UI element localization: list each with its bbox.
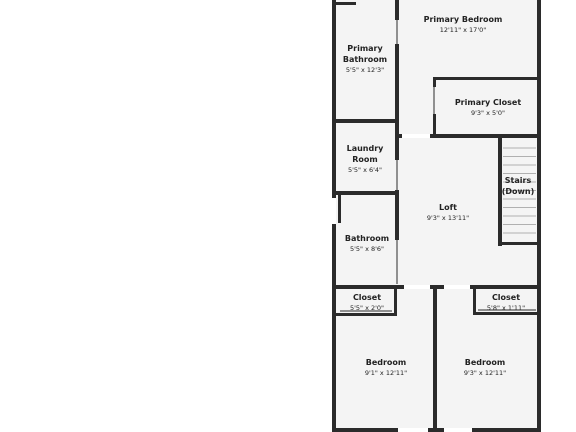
- interior-walls: [336, 0, 541, 429]
- room-closet-left: Closet 5'5" x 2'0": [350, 293, 384, 312]
- room-name: Bedroom: [366, 358, 407, 367]
- room-dimensions: 9'3" x 12'11": [464, 369, 506, 377]
- room-dimensions: 5'5" x 12'3": [346, 66, 384, 74]
- room-name: Closet: [492, 293, 520, 302]
- door-openings: [332, 20, 536, 432]
- room-name: Bedroom: [465, 358, 506, 367]
- room-name: Laundry: [347, 144, 385, 153]
- room-name: Primary: [347, 44, 383, 53]
- room-name: Stairs: [505, 176, 532, 185]
- room-name: Bathroom: [343, 55, 387, 64]
- room-dimensions: 5'8" x 1'11": [487, 304, 525, 312]
- room-dimensions: 5'5" x 6'4": [348, 166, 382, 174]
- room-name: Primary Bedroom: [424, 15, 503, 24]
- room-bathroom: Bathroom 5'5" x 8'6": [345, 234, 389, 253]
- room-name: Room: [352, 155, 378, 164]
- room-dimensions: 9'3" x 13'11": [427, 214, 469, 222]
- stair-treads: [503, 147, 536, 234]
- room-name: Closet: [353, 293, 381, 302]
- room-closet-right: Closet 5'8" x 1'11": [487, 293, 525, 312]
- room-loft: Loft 9'3" x 13'11": [427, 203, 469, 222]
- room-primary-bedroom: Primary Bedroom 12'11" x 17'0": [424, 15, 503, 34]
- room-name: Primary Closet: [455, 98, 522, 107]
- room-bedroom-left: Bedroom 9'1" x 12'11": [365, 358, 407, 377]
- room-bedroom-right: Bedroom 9'3" x 12'11": [464, 358, 506, 377]
- room-stairs: Stairs (Down): [502, 176, 535, 196]
- room-name: Loft: [439, 203, 457, 212]
- room-dimensions: 5'5" x 2'0": [350, 304, 384, 312]
- room-dimensions: 9'3" x 5'0": [471, 109, 505, 117]
- room-name: Bathroom: [345, 234, 389, 243]
- room-dimensions: 5'5" x 8'6": [350, 245, 384, 253]
- room-labels: Primary Bedroom 12'11" x 17'0" PrimaryBath…: [343, 15, 534, 377]
- room-name: (Down): [502, 187, 535, 196]
- room-primary-closet: Primary Closet 9'3" x 5'0": [455, 98, 522, 117]
- room-dimensions: 12'11" x 17'0": [440, 26, 486, 34]
- room-dimensions: 9'1" x 12'11": [365, 369, 407, 377]
